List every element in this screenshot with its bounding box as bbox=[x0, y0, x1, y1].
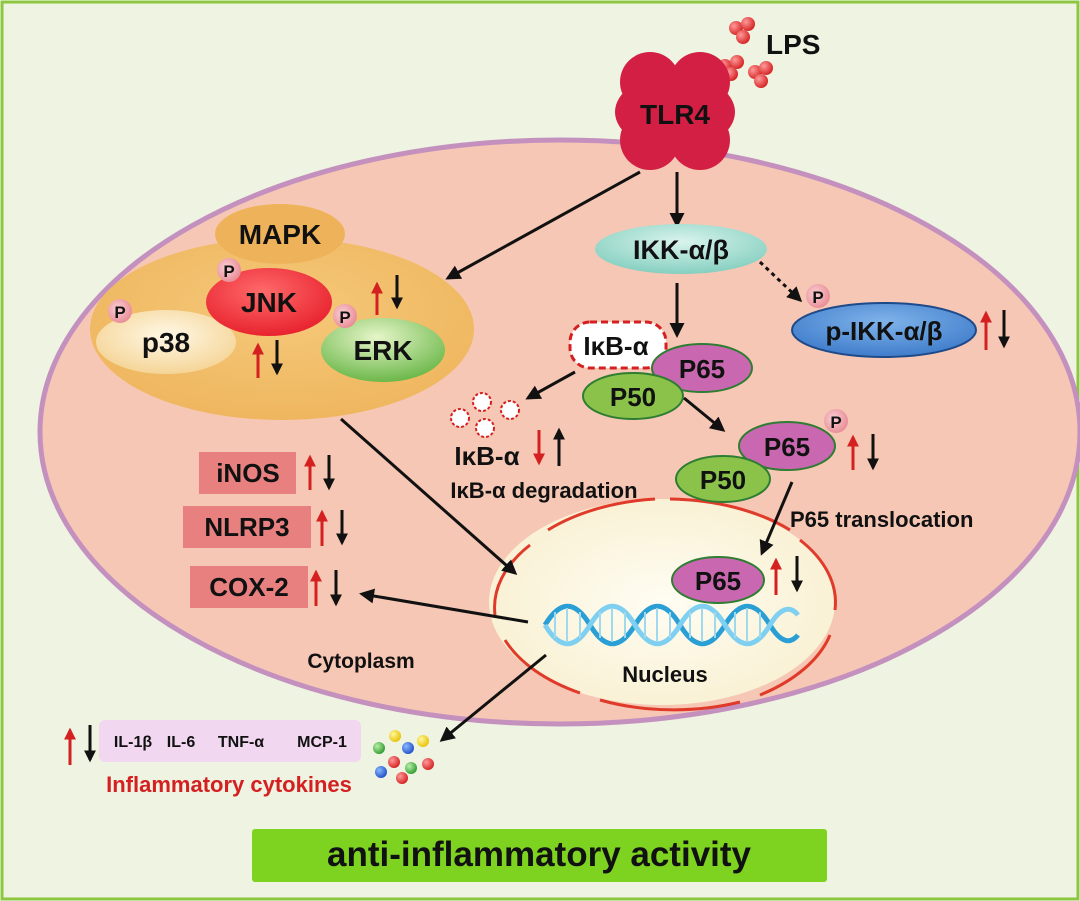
p-ikk-up-down-arrows bbox=[980, 310, 1010, 350]
erk-phospho-badge bbox=[333, 304, 357, 328]
p65-label-free: P65 bbox=[764, 432, 810, 462]
arrow-to-degradation bbox=[525, 370, 576, 400]
cytokines-up-down-arrows bbox=[64, 725, 96, 765]
p65-node-complex bbox=[651, 343, 753, 393]
cox2-box bbox=[190, 566, 308, 608]
p65-nuclear-up-down-arrows bbox=[770, 556, 803, 595]
ikk-label: IKK-α/β bbox=[633, 235, 729, 265]
inos-box bbox=[199, 452, 296, 494]
erk-phospho-label: P bbox=[339, 308, 350, 327]
inos-label: iNOS bbox=[216, 458, 280, 488]
il6-label: IL-6 bbox=[167, 734, 196, 751]
mcp1-label: MCP-1 bbox=[297, 734, 347, 751]
p65-phospho-label: P bbox=[830, 413, 841, 432]
tlr4-label: TLR4 bbox=[640, 99, 710, 130]
p50-label-free: P50 bbox=[700, 465, 746, 495]
inflammatory-cytokines-label: Inflammatory cytokines bbox=[106, 772, 352, 797]
ikb-bound-label: IκB-α bbox=[583, 331, 648, 361]
p65-node-nuclear bbox=[671, 556, 765, 604]
p65-phospho-badge bbox=[824, 409, 848, 433]
nlrp3-up-down-arrows bbox=[316, 509, 348, 546]
p-ikk-phospho-badge bbox=[806, 284, 830, 308]
p65-node-free bbox=[738, 421, 836, 471]
tlr4-receptor bbox=[615, 52, 735, 170]
tnfa-label: TNF-α bbox=[218, 734, 264, 751]
arrow-ikk-to-pikk bbox=[758, 260, 803, 303]
jnk-phospho-badge bbox=[217, 258, 241, 282]
mapk-badge bbox=[215, 204, 345, 264]
mapk-label: MAPK bbox=[239, 219, 321, 250]
ikb-free-label: IκB-α bbox=[454, 441, 519, 471]
arrow-mapk-to-nucleus bbox=[340, 417, 518, 575]
ikk-node bbox=[595, 224, 767, 274]
p65-label-nuclear: P65 bbox=[695, 566, 741, 596]
ikb-bound-node bbox=[568, 320, 668, 370]
arrow-complex-to-free-dimer bbox=[683, 396, 726, 432]
inos-up-down-arrows bbox=[304, 454, 335, 491]
cox2-label: COX-2 bbox=[209, 572, 288, 602]
il1b-label: IL-1β bbox=[114, 734, 152, 751]
p65-translocation-label: P65 translocation bbox=[790, 507, 973, 532]
bottom-banner bbox=[252, 829, 827, 882]
cox2-up-down-arrows bbox=[310, 569, 342, 607]
p50-node-complex bbox=[582, 372, 684, 420]
nlrp3-label: NLRP3 bbox=[204, 512, 289, 542]
p38-phospho-label: P bbox=[114, 303, 125, 322]
p38-phospho-badge bbox=[108, 299, 132, 323]
p-ikk-label: p-IKK-α/β bbox=[825, 316, 942, 346]
arrow-p65-translocation bbox=[759, 481, 794, 556]
bottom-banner-label: anti-inflammatory activity bbox=[327, 835, 752, 874]
cytokine-particles bbox=[373, 730, 434, 784]
p38-label: p38 bbox=[142, 327, 190, 358]
erk-label: ERK bbox=[353, 335, 412, 366]
p-ikk-phospho-label: P bbox=[812, 288, 823, 307]
p50-label-complex: P50 bbox=[610, 382, 656, 412]
jnk-phospho-label: P bbox=[223, 262, 234, 281]
degraded-ikb-fragments bbox=[450, 392, 520, 438]
erk-up-down-arrows bbox=[371, 275, 403, 315]
arrow-nucleus-to-cytokines bbox=[439, 653, 547, 742]
p-ikk-node bbox=[791, 302, 977, 358]
ikb-degradation-label: IκB-α degradation bbox=[450, 478, 637, 503]
p50-node-free bbox=[675, 455, 771, 503]
jnk-up-down-arrows bbox=[252, 340, 283, 378]
nucleus-label: Nucleus bbox=[622, 662, 708, 687]
lps-label: LPS bbox=[766, 29, 820, 60]
nucleus bbox=[489, 499, 835, 705]
cytokines-box bbox=[99, 720, 361, 762]
arrow-nucleus-to-enzymes bbox=[359, 588, 529, 624]
ikb-up-down-arrows bbox=[533, 427, 565, 466]
jnk-node bbox=[206, 268, 332, 336]
erk-node bbox=[321, 318, 445, 382]
p65-label-complex: P65 bbox=[679, 354, 725, 384]
p65-free-up-down-arrows bbox=[847, 434, 879, 471]
cytoplasm-label: Cytoplasm bbox=[307, 650, 414, 673]
dna-helix bbox=[542, 603, 800, 647]
nuclear-envelope bbox=[493, 497, 837, 712]
p38-node bbox=[96, 310, 236, 374]
arrow-tlr4-to-mapk bbox=[445, 170, 641, 280]
jnk-label: JNK bbox=[241, 287, 297, 318]
nlrp3-box bbox=[183, 506, 311, 548]
